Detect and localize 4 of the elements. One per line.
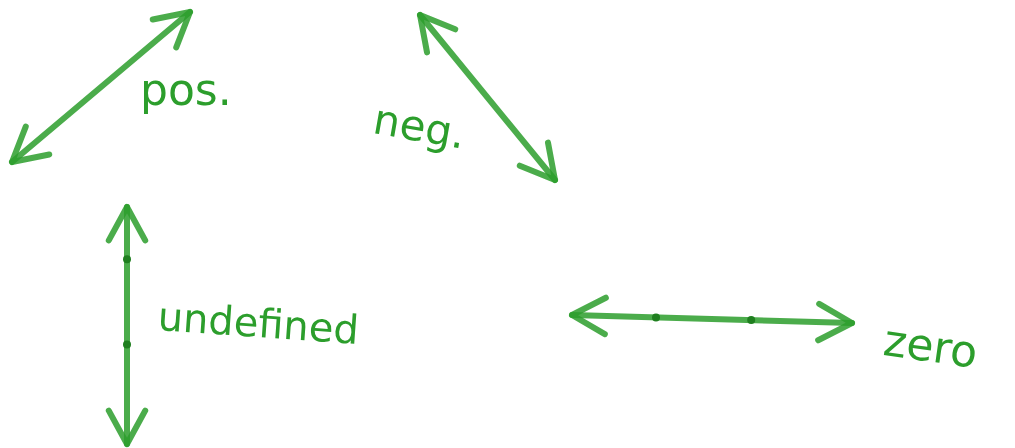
slope-label: undefined [156,296,361,350]
slope-label: pos. [140,68,232,112]
slope-label: neg. [370,98,469,156]
slope-label: zero [880,318,981,375]
